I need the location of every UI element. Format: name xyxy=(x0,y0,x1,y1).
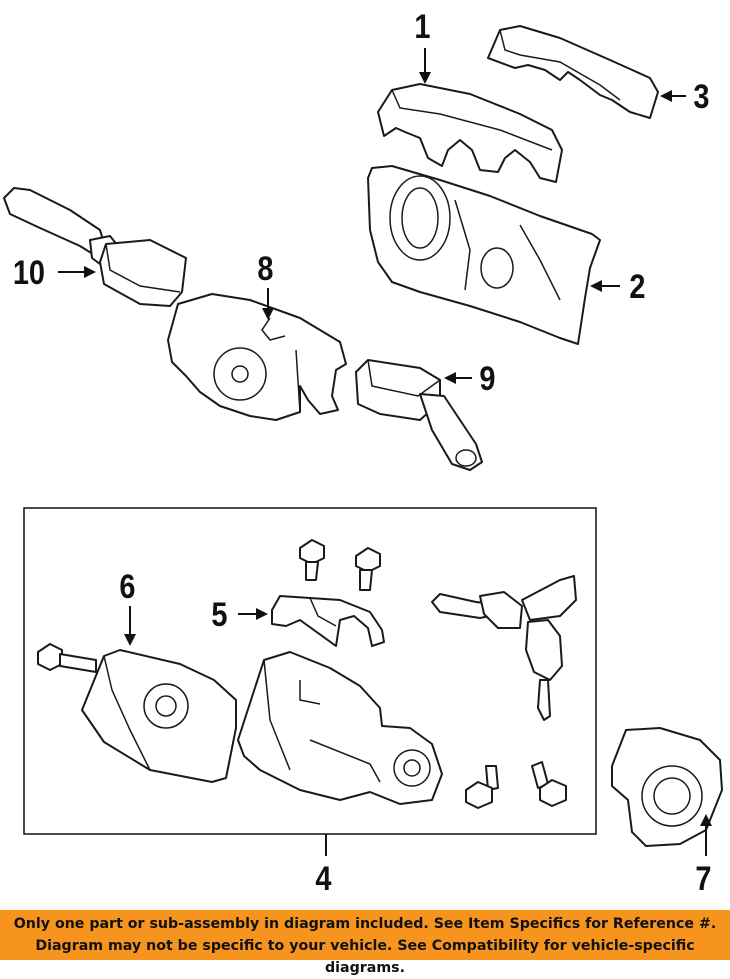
callout-5: 5 xyxy=(211,596,228,634)
callout-9: 9 xyxy=(479,360,496,398)
bolt-left xyxy=(37,643,97,673)
assembly-box xyxy=(23,507,597,835)
part-5-clamp xyxy=(271,595,385,647)
part-9-switch-lever xyxy=(355,359,483,471)
part-2-lower-column-cover xyxy=(367,165,601,345)
callout-2: 2 xyxy=(629,268,646,306)
bolt-bottom-right xyxy=(531,761,567,807)
part-8-switch-body xyxy=(167,293,347,421)
part-1-upper-column-cover xyxy=(377,83,563,183)
leader-lines xyxy=(58,48,712,856)
callout-1: 1 xyxy=(414,8,431,46)
disclaimer-line-1: Only one part or sub-assembly in diagram… xyxy=(13,916,717,932)
callout-4: 4 xyxy=(315,860,332,898)
callout-3: 3 xyxy=(693,78,710,116)
callout-6: 6 xyxy=(119,568,136,606)
callout-10: 10 xyxy=(12,254,45,292)
disclaimer-banner: Only one part or sub-assembly in diagram… xyxy=(0,910,730,976)
bolt-bottom-left xyxy=(465,765,499,809)
bolt-top-right xyxy=(355,547,381,591)
ignition-switch-assembly xyxy=(237,651,443,805)
callout-8: 8 xyxy=(257,250,274,288)
disclaimer-line-2: Diagram may not be specific to your vehi… xyxy=(35,938,695,976)
callout-7: 7 xyxy=(695,860,712,898)
part-10-switch-lever xyxy=(3,187,187,307)
part-6-lock-housing xyxy=(81,649,237,783)
part-3-cover xyxy=(487,25,659,119)
bolt-top-left xyxy=(299,539,325,581)
parts-diagram xyxy=(3,25,723,856)
keys xyxy=(431,575,577,721)
